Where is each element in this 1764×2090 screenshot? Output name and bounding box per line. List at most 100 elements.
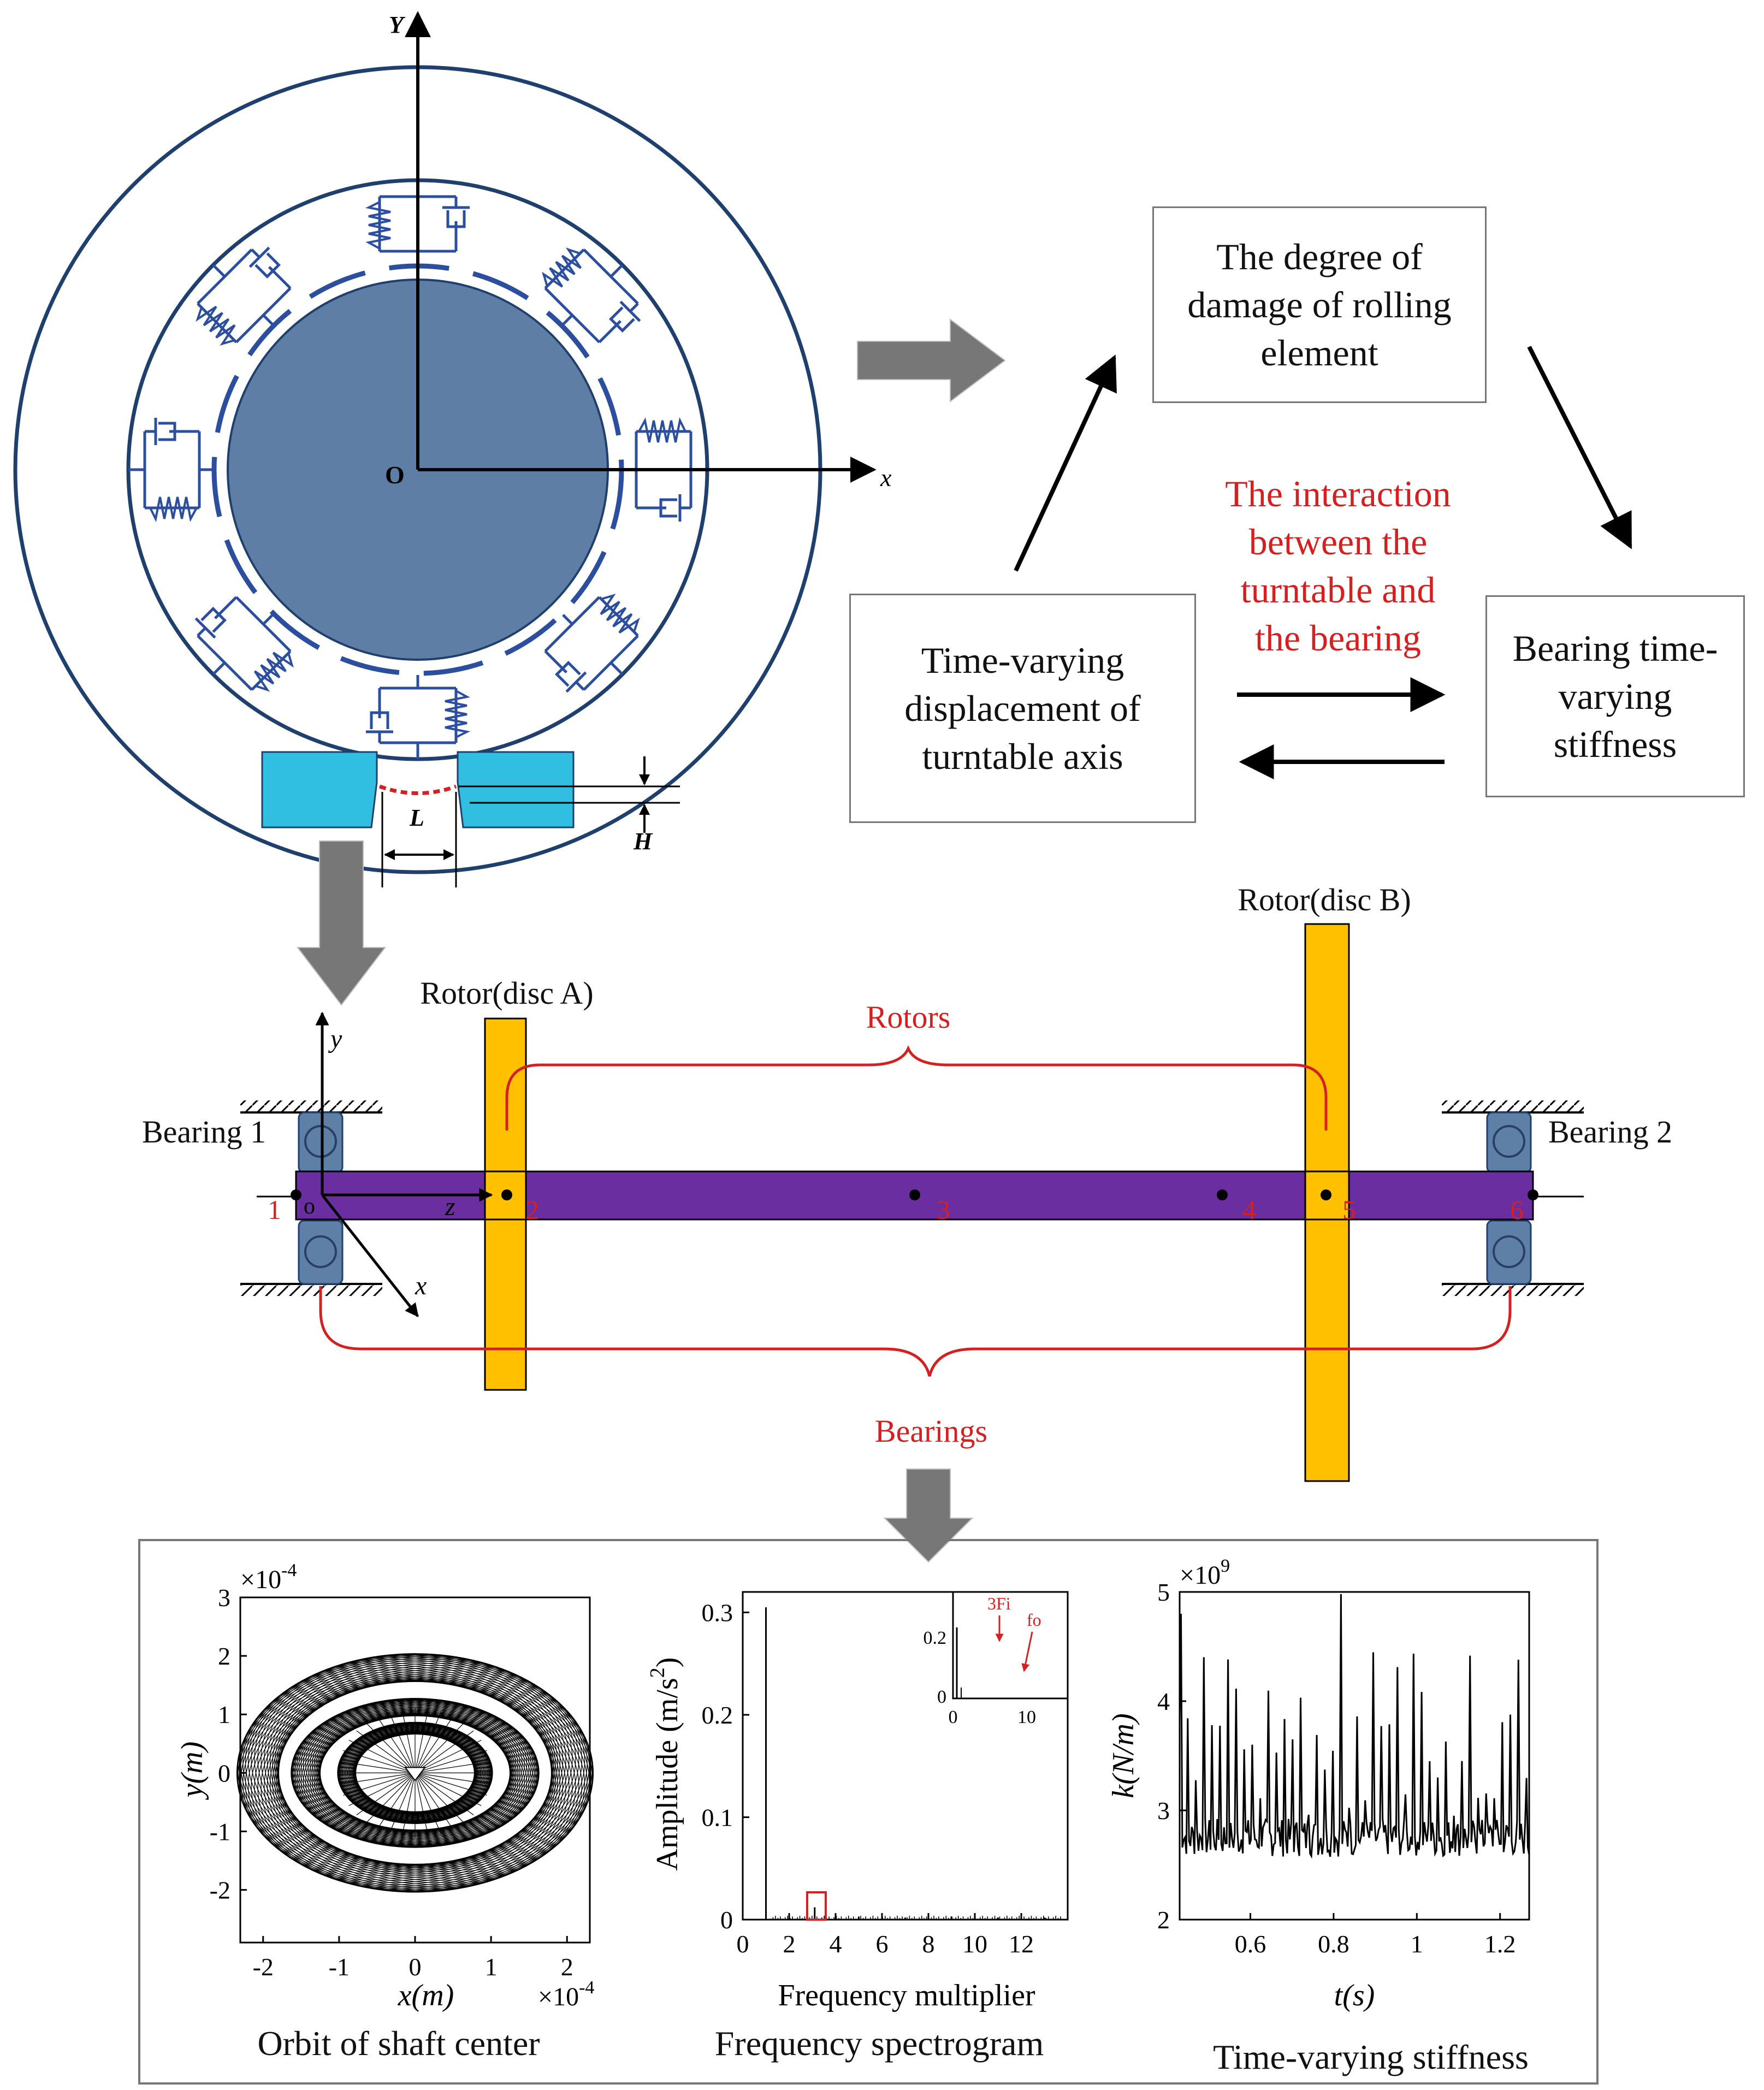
spectrum-xtick: 2 — [783, 1930, 796, 1958]
bearing-1-label: Bearing 1 — [142, 1114, 266, 1150]
node-label-4: 4 — [1242, 1194, 1256, 1225]
orbit-trace-0 — [247, 1679, 564, 1891]
box-displacement: Time-varying displacement of turntable a… — [849, 594, 1196, 823]
inset-ytick-0.2: 0.2 — [924, 1628, 947, 1648]
rotors-brace — [505, 1045, 1328, 1130]
stiffness-ytick: 2 — [1157, 1906, 1170, 1934]
stiffness-ytick: 5 — [1157, 1578, 1170, 1606]
orbit-exp-bottom: ×10-4 — [538, 1977, 594, 2011]
outer-race-defect-left — [261, 751, 378, 828]
orbit-trace-1 — [300, 1715, 520, 1848]
orbit-trace-1 — [291, 1704, 511, 1837]
spectrum-xtick: 10 — [962, 1930, 987, 1958]
box-damage-degree: The degree of damage of rolling element — [1152, 206, 1487, 403]
stiffness-xtick: 0.8 — [1318, 1930, 1349, 1958]
orbit-trace-0 — [251, 1680, 566, 1892]
orbit-trace-1 — [319, 1705, 540, 1838]
orbit-trace-1 — [315, 1700, 535, 1833]
orbit-ytick: 0 — [218, 1759, 230, 1787]
stiffness-ytick: 3 — [1157, 1797, 1170, 1825]
stiffness-line — [1179, 1594, 1530, 1859]
shaft-z-label: z — [445, 1192, 455, 1221]
orbit-trace-0 — [237, 1662, 553, 1874]
bearing-2-block-bottom — [1486, 1219, 1532, 1285]
spring-damper-unit — [366, 675, 471, 759]
dim-H-label: H — [633, 828, 653, 855]
orbit-exp-top: ×10-4 — [240, 1560, 297, 1594]
orbit-trace-0 — [261, 1653, 576, 1865]
inset-xtick-0: 0 — [949, 1707, 958, 1727]
spectrum-ytick: 0 — [720, 1906, 733, 1934]
orbit-trace-1 — [313, 1700, 534, 1832]
bearing-1-block-bottom — [298, 1219, 344, 1285]
orbit-trace-0 — [277, 1671, 593, 1883]
orbit-trace-0 — [269, 1656, 585, 1868]
shaft-origin-label: o — [304, 1194, 315, 1219]
node-label-1: 1 — [268, 1194, 281, 1225]
inset-label-fo: fo — [1027, 1610, 1041, 1630]
defect-profile — [378, 784, 457, 795]
spectrum-xtick: 8 — [922, 1930, 935, 1958]
spring-damper-unit — [194, 596, 294, 692]
stiffness-ylabel: k(N/m) — [1106, 1713, 1140, 1798]
rotor-a-label: Rotor(disc A) — [420, 975, 593, 1011]
spectrum-ytick: 0.3 — [702, 1599, 733, 1627]
spectrum-highlight-box — [806, 1891, 827, 1921]
spring-damper-unit — [128, 418, 212, 523]
spectrum-xtick: 12 — [1009, 1930, 1034, 1958]
node-label-2: 2 — [525, 1194, 539, 1225]
spectrum-ylabel: Amplitude (m/s2) — [646, 1657, 684, 1871]
bearing-ring-diagram: L H Y x O — [13, 11, 892, 887]
spectrum-xlabel: Frequency multiplier — [778, 1979, 1035, 2012]
orbit-trace-0 — [240, 1659, 556, 1870]
spectrum-ytick: 0.1 — [702, 1804, 733, 1832]
stiffness-caption: Time-varying stiffness — [1213, 2038, 1529, 2076]
stiffness-xtick: 1.2 — [1484, 1930, 1516, 1958]
orbit-ytick: -1 — [210, 1817, 230, 1845]
orbit-trace-0 — [237, 1671, 553, 1883]
orbit-trace-0 — [267, 1654, 583, 1866]
orbit-ytick: 3 — [218, 1584, 230, 1612]
orbit-trace-1 — [291, 1705, 511, 1838]
stiffness-exp: ×109 — [1180, 1556, 1230, 1590]
bearings-brace — [319, 1286, 1512, 1377]
inset-ytick-0: 0 — [937, 1687, 946, 1707]
orbit-trace-0 — [239, 1661, 554, 1873]
orbit-trace-1 — [310, 1698, 530, 1831]
orbit-trace-2 — [350, 1722, 488, 1813]
orbit-trace-0 — [254, 1681, 570, 1893]
spectrum-bars — [765, 1607, 1061, 1920]
orbit-trace-2 — [353, 1724, 492, 1815]
interaction-label: The interaction between the turntable an… — [1225, 473, 1451, 659]
ring-x-label: x — [880, 464, 892, 492]
orbit-trace-2 — [342, 1733, 480, 1823]
stiffness-xtick: 0.6 — [1235, 1930, 1266, 1958]
orbit-xtick: 2 — [561, 1953, 573, 1981]
inset-xtick-10: 10 — [1017, 1707, 1036, 1727]
orbit-trajectory — [236, 1653, 594, 1893]
orbit-trace-0 — [274, 1659, 590, 1870]
spectrum-xtick: 4 — [830, 1930, 842, 1958]
stiffness-xlabel: t(s) — [1334, 1979, 1375, 2012]
orbit-trace-1 — [312, 1698, 532, 1832]
node-label-5: 5 — [1342, 1194, 1356, 1225]
bearings-label: Bearings — [875, 1413, 987, 1449]
orbit-xtick: 1 — [485, 1953, 498, 1981]
orbit-trace-2 — [352, 1724, 490, 1814]
orbit-trace-0 — [272, 1657, 588, 1869]
stiffness-xtick: 1 — [1411, 1930, 1423, 1958]
orbit-ytick: 2 — [218, 1642, 230, 1670]
orbit-ylabel: y(m) — [175, 1742, 209, 1801]
orbit-trace-0 — [278, 1665, 594, 1876]
dim-L-label: L — [409, 804, 424, 831]
shaft-y-label: y — [328, 1025, 342, 1053]
shaft-x-label: x — [415, 1271, 427, 1300]
inset-label-3fi: 3Fi — [987, 1594, 1011, 1613]
orbit-xtick: -2 — [253, 1953, 274, 1981]
orbit-ytick: 1 — [218, 1701, 230, 1728]
spring-damper-unit — [196, 246, 292, 346]
arrow-down-gray-2 — [883, 1469, 974, 1563]
